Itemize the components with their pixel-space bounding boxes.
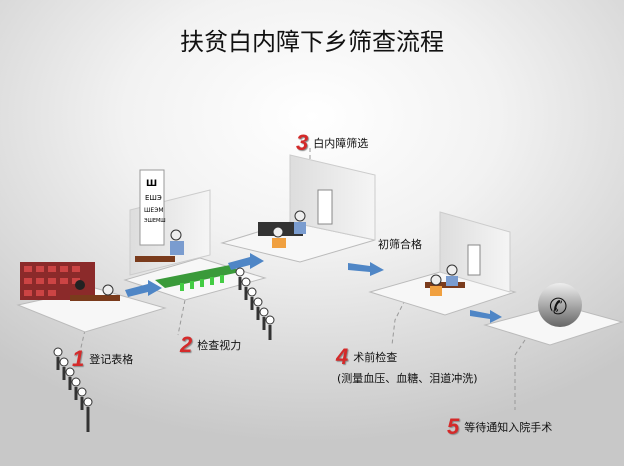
platform-registration [16, 262, 167, 333]
step-number: 4 [336, 344, 349, 369]
step-number: 2 [180, 332, 193, 357]
platform-vision-test: Ш ЕШЭ ШЕЭМ ЭШЕМШ [123, 169, 267, 301]
step-2: 2 检查视力 [180, 332, 241, 358]
step-4: 4 术前检查 [336, 344, 397, 370]
svg-text:Ш: Ш [146, 179, 157, 189]
page-title: 扶贫白内障下乡筛查流程 [180, 28, 444, 56]
people-bodies [56, 277, 272, 432]
platform-wait-notice: ✆ [483, 283, 624, 346]
eye-chart [139, 169, 165, 246]
people-queue [53, 267, 275, 407]
phone-icon [538, 283, 582, 327]
door [317, 189, 333, 225]
step-number: 5 [447, 414, 460, 439]
step-label: 检查视力 [197, 339, 242, 352]
platform-preop-check [368, 211, 517, 316]
step-label: 术前检查 [353, 351, 398, 364]
svg-text:✆: ✆ [549, 295, 567, 320]
step-4-detail: (测量血压、血糖、泪道冲洗) [337, 372, 478, 385]
step-number: 3 [296, 130, 309, 155]
step-label: 登记表格 [89, 353, 134, 366]
step-5: 5 等待通知入院手术 [447, 414, 552, 440]
platform-cataract-screening [220, 154, 376, 263]
step-label: 等待通知入院手术 [464, 421, 553, 434]
step-1: 1 登记表格 [72, 346, 133, 372]
svg-text:ЕШЭ: ЕШЭ [145, 194, 162, 202]
svg-text:ШЕЭМ: ШЕЭМ [144, 207, 164, 214]
svg-text:ЭШЕМШ: ЭШЕМШ [144, 218, 166, 224]
step-3: 3 白内障筛选 [296, 130, 368, 156]
step-number: 1 [72, 346, 85, 371]
step-label: 白内障筛选 [313, 137, 369, 150]
flow-arrows [125, 253, 502, 323]
pass-label: 初筛合格 [378, 238, 422, 251]
